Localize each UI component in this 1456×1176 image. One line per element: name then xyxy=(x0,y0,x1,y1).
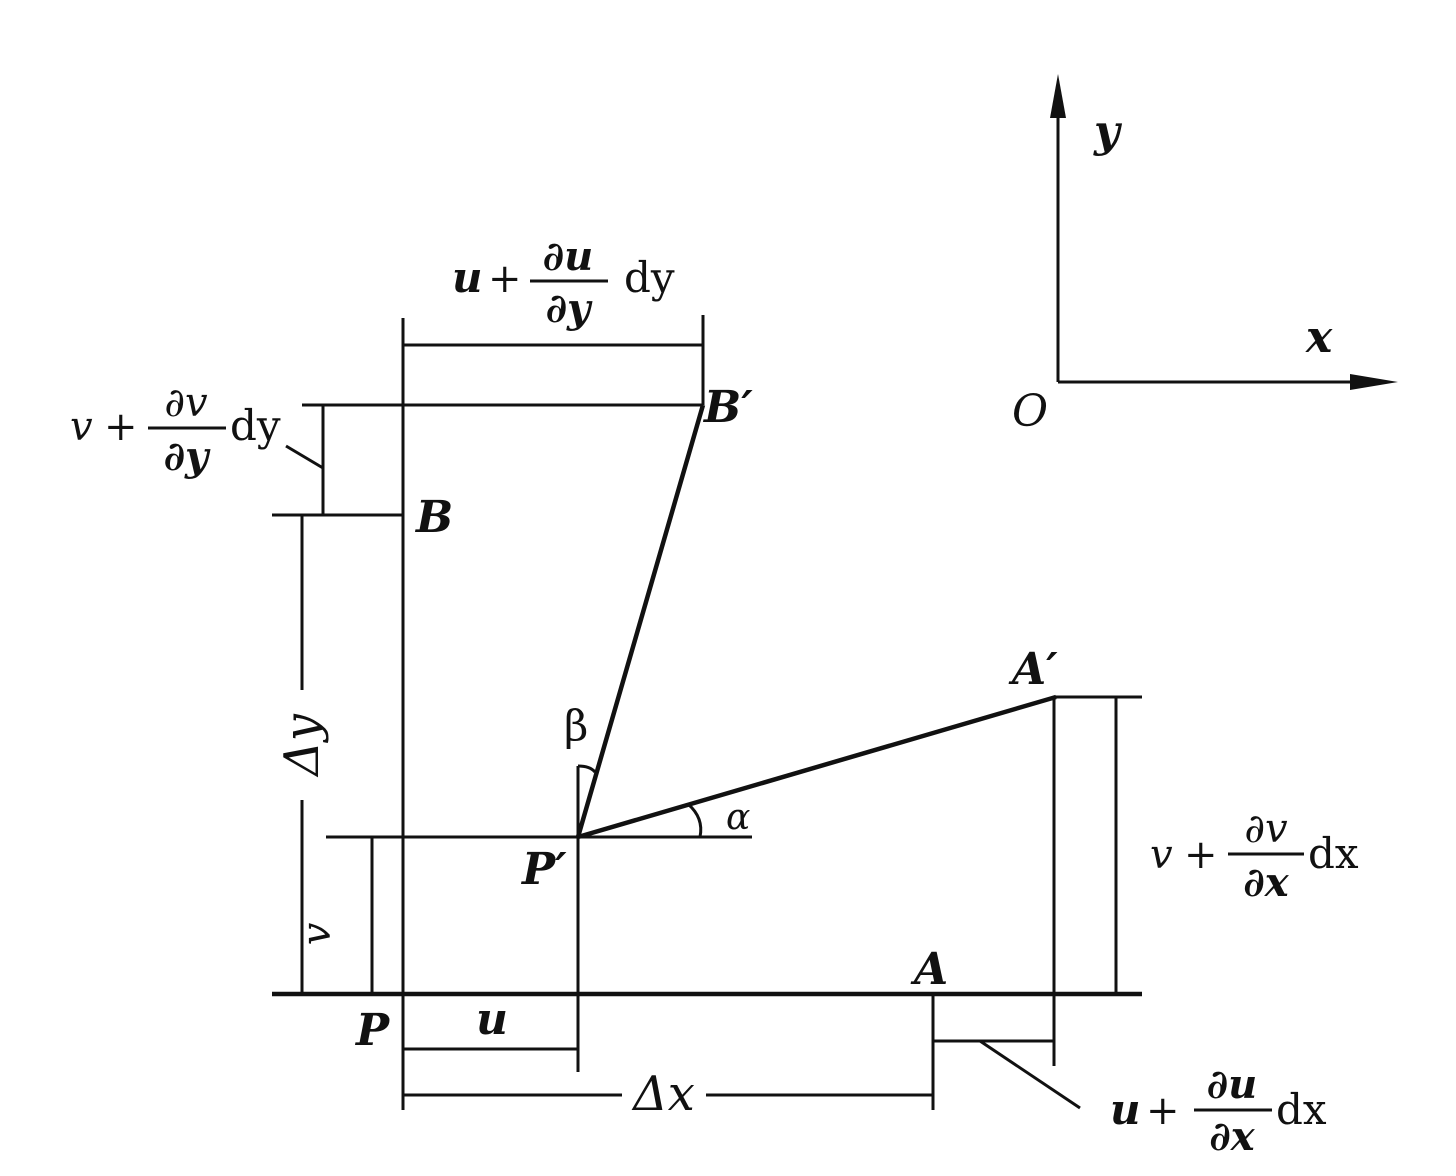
deformed-element xyxy=(326,404,1057,1072)
bottom-frac-plus: + xyxy=(1146,1088,1180,1134)
coordinate-axes: y x O xyxy=(1012,74,1398,437)
angle-alpha-arc xyxy=(686,802,703,838)
left-frac-num: ∂v xyxy=(164,380,208,426)
bottom-frac-u: u xyxy=(1110,1085,1141,1134)
right-frac-dx: dx xyxy=(1308,829,1359,878)
x-axis-label: x xyxy=(1305,312,1333,363)
left-frac-v: v xyxy=(70,404,93,450)
x-axis-arrowhead xyxy=(1350,374,1398,390)
dimension-lines xyxy=(272,315,1142,1110)
label-alpha: α xyxy=(726,797,750,838)
label-B: B xyxy=(414,492,453,543)
label-P-prime: P′ xyxy=(520,844,567,895)
bottom-frac-num: ∂u xyxy=(1207,1061,1257,1108)
origin-label: O xyxy=(1012,386,1048,437)
label-A: A xyxy=(910,944,948,995)
top-frac-dy: dy xyxy=(624,253,675,302)
label-v-plus-dv-dy-dy: v + ∂v ∂y dy xyxy=(70,380,281,480)
right-frac-plus: + xyxy=(1184,832,1218,878)
top-frac-plus: + xyxy=(488,256,522,302)
bottom-frac-den: ∂x xyxy=(1209,1113,1255,1160)
left-frac-plus: + xyxy=(104,404,138,450)
edge-P-prime-A-prime xyxy=(577,694,1057,840)
left-frac-dy: dy xyxy=(230,401,281,450)
label-delta-x: Δx xyxy=(631,1066,695,1122)
bottom-right-leader xyxy=(979,1039,1081,1110)
label-beta: β xyxy=(564,701,588,750)
label-delta-y: Δy xyxy=(274,713,330,778)
label-A-prime: A′ xyxy=(1008,644,1058,695)
left-top-leader xyxy=(285,444,324,470)
right-frac-num: ∂v xyxy=(1244,806,1288,852)
angle-beta-arc xyxy=(577,764,597,774)
top-frac-num: ∂u xyxy=(543,233,593,280)
left-frac-den: ∂y xyxy=(164,433,211,480)
label-u: u xyxy=(476,994,508,1045)
original-element xyxy=(272,318,1142,1110)
label-u-plus-du-dx-dx: u + ∂u ∂x dx xyxy=(1110,1061,1327,1160)
label-v-plus-dv-dx-dx: v + ∂v ∂x dx xyxy=(1150,806,1359,906)
edge-P-prime-B-prime xyxy=(575,404,706,838)
label-B-prime: B′ xyxy=(702,382,753,433)
right-frac-v: v xyxy=(1150,832,1173,878)
right-frac-den: ∂x xyxy=(1243,859,1289,906)
point-labels: P P′ A A′ B B′ xyxy=(354,382,1058,1056)
bottom-frac-dx: dx xyxy=(1276,1085,1327,1134)
top-frac-den: ∂y xyxy=(546,285,593,332)
label-u-plus-du-dy-dy: u + ∂u ∂y dy xyxy=(452,233,675,332)
y-axis-arrowhead xyxy=(1050,74,1066,118)
top-frac-u: u xyxy=(452,253,483,302)
y-axis-label: y xyxy=(1093,106,1123,157)
label-v: v xyxy=(294,922,340,945)
label-P: P xyxy=(354,1005,391,1056)
